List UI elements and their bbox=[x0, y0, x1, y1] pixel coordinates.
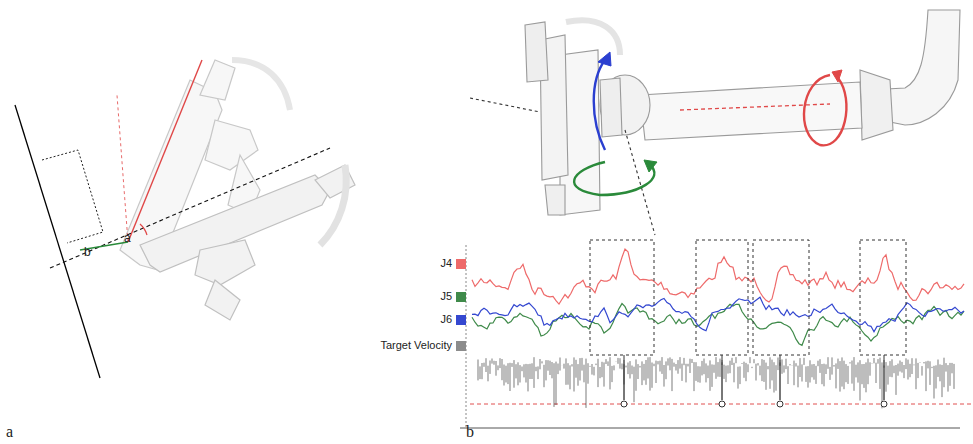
legend-text: J5 bbox=[440, 291, 452, 302]
event-markers bbox=[621, 355, 887, 407]
legend-text: Target Velocity bbox=[380, 340, 452, 351]
highlight-boxes bbox=[590, 240, 906, 355]
chart-axes bbox=[460, 245, 972, 428]
legend-swatch bbox=[456, 315, 466, 325]
dimension-label: b bbox=[84, 246, 91, 258]
legend-swatch bbox=[456, 292, 466, 302]
panel-label: a bbox=[6, 424, 13, 440]
legend-text: J4 bbox=[440, 258, 452, 269]
panel-label: b bbox=[466, 424, 474, 440]
panel-b-robot bbox=[470, 10, 960, 235]
angle-label: a bbox=[124, 232, 131, 244]
legend-swatch bbox=[456, 259, 466, 269]
legend-text: J6 bbox=[440, 314, 452, 325]
rotation-arrows bbox=[574, 52, 846, 195]
legend-swatch bbox=[456, 341, 466, 351]
signal-traces bbox=[472, 249, 964, 408]
panel-a-illustration bbox=[15, 60, 355, 378]
